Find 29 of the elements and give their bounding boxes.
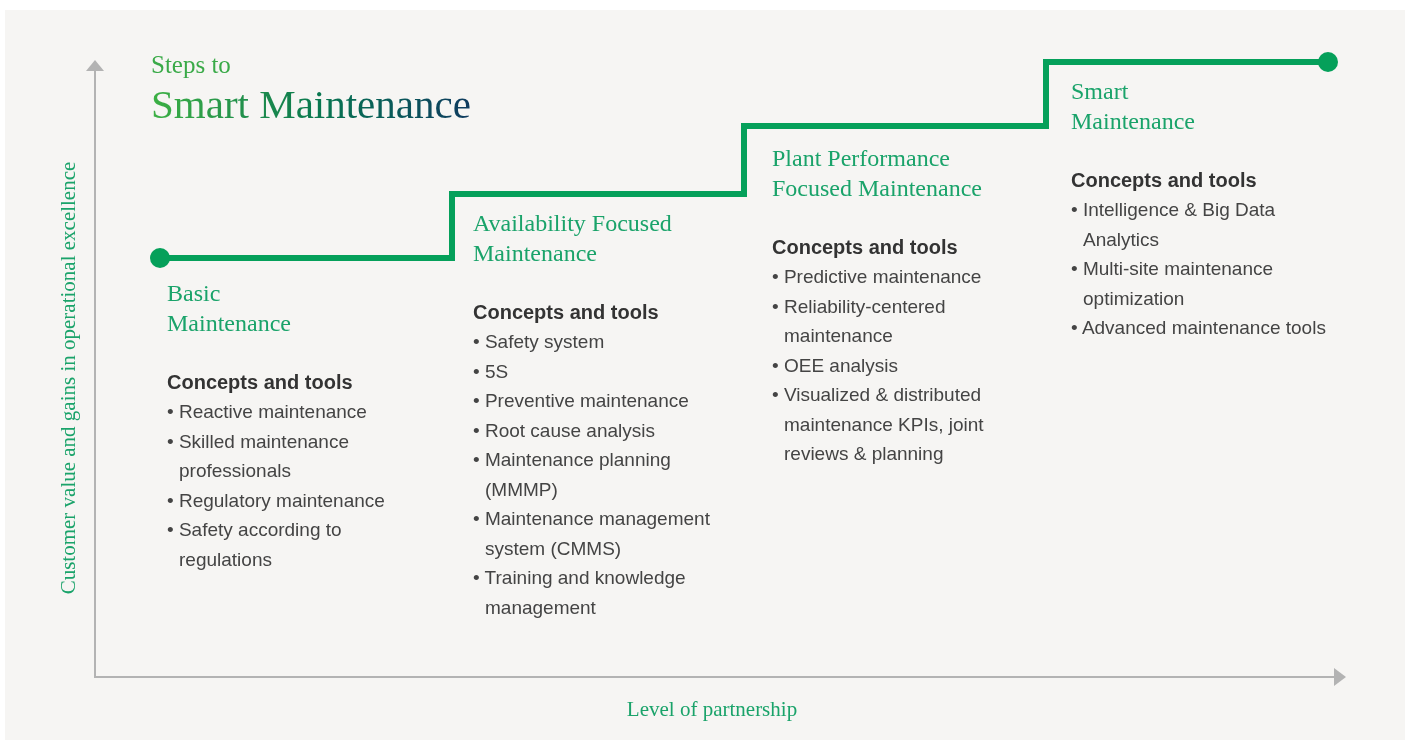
- section-heading: Concepts and tools: [1071, 168, 1258, 193]
- list-item: • Advanced maintenance tools: [1071, 316, 1327, 340]
- list-item: • Predictive maintenance: [772, 265, 983, 289]
- list-item: • Multi-site maintenance optimization: [1071, 257, 1274, 311]
- list-item: • Intelligence & Big Data Analytics: [1071, 198, 1277, 252]
- list-item: • Safety system: [473, 330, 606, 354]
- step-heading: Smart Maintenance: [1071, 77, 1196, 136]
- y-axis-label: Customer value and gains in operational excellence: [55, 161, 81, 595]
- list-item: • Safety according to regulations: [167, 518, 343, 572]
- section-heading: Concepts and tools: [167, 370, 354, 395]
- title-kicker: Steps to: [151, 50, 231, 80]
- list-item: • Preventive maintenance: [473, 389, 690, 413]
- list-item: • Skilled maintenance professionals: [167, 429, 350, 483]
- section-heading: Concepts and tools: [473, 300, 660, 325]
- list-item: • Reliability-centered maintenance: [772, 294, 947, 348]
- step-heading: Basic Maintenance: [167, 279, 292, 338]
- list-item: • Training and knowledge management: [473, 566, 687, 620]
- section-heading: Concepts and tools: [772, 235, 959, 260]
- x-axis-label: Level of partnership: [626, 696, 798, 722]
- list-item: • Maintenance planning (MMMP): [473, 448, 672, 502]
- step-heading: Plant Performance Focused Maintenance: [772, 144, 983, 203]
- list-item: • Reactive maintenance: [167, 400, 368, 424]
- list-item: • Visualized & distributed maintenance KPIs, joint reviews & planning: [772, 383, 985, 466]
- list-item: • Regulatory maintenance: [167, 488, 386, 513]
- step-heading: Availability Focused Maintenance: [473, 209, 673, 268]
- list-item: • OEE analysis: [772, 353, 899, 378]
- list-item: • Maintenance management system (CMMS): [473, 507, 711, 561]
- list-item: • 5S: [473, 359, 510, 384]
- list-item: • Root cause analysis: [473, 418, 656, 443]
